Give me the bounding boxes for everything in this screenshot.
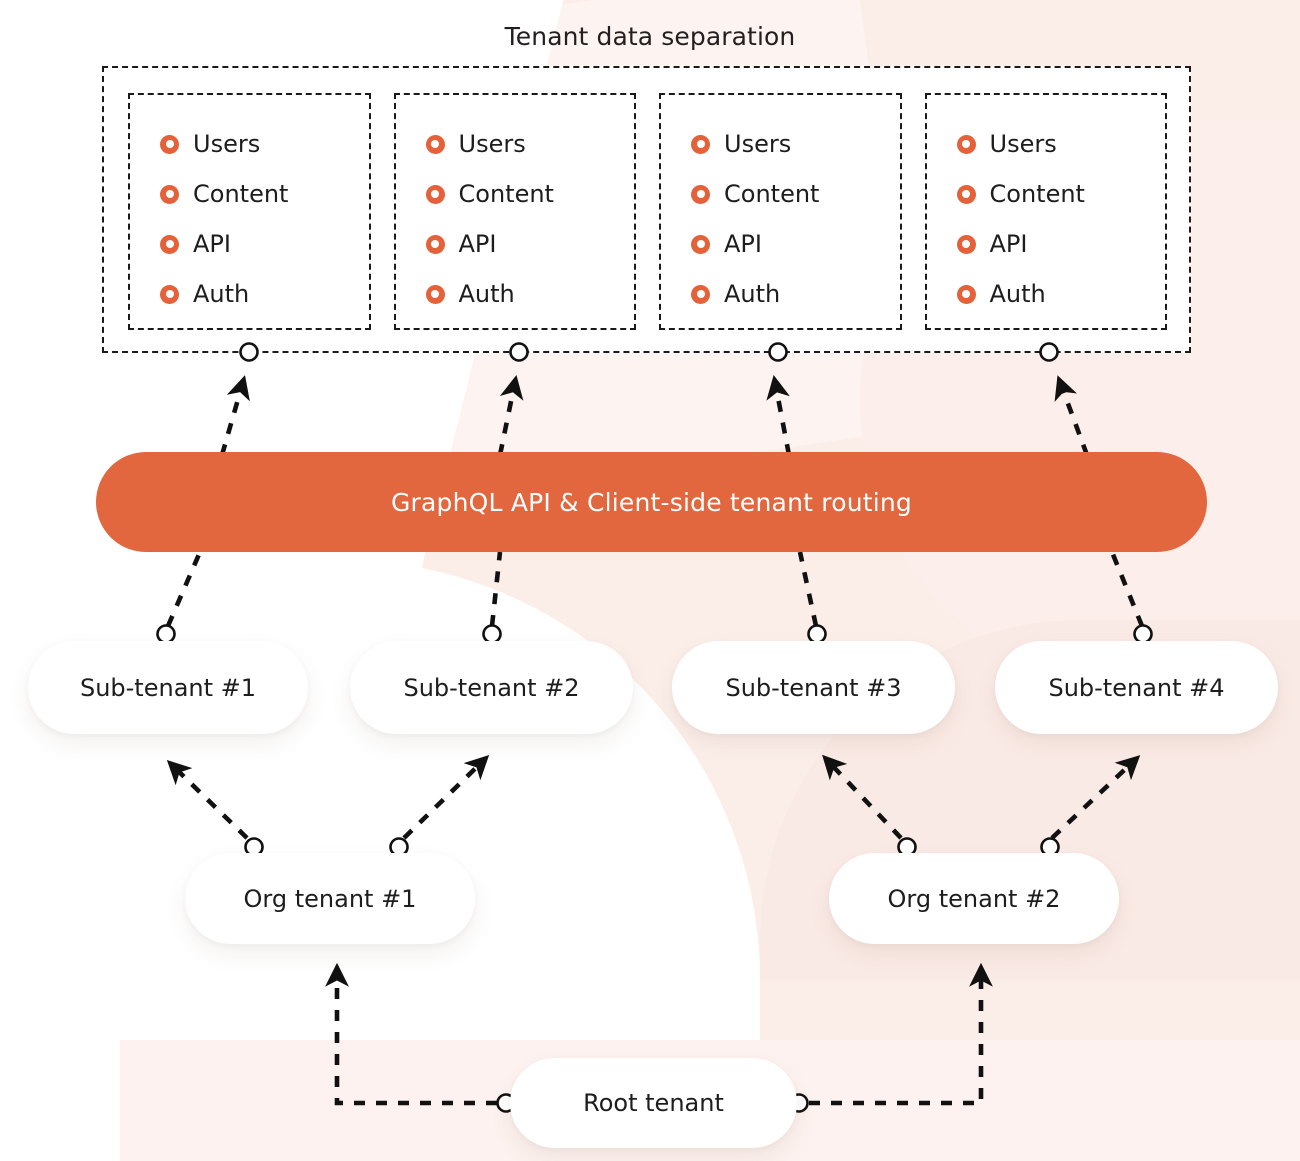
ring-bullet-icon [691,134,710,154]
ring-bullet-icon [160,134,179,154]
node-label: Sub-tenant #2 [403,673,580,702]
ring-bullet-icon [160,284,179,304]
node-sub-tenant-1[interactable]: Sub-tenant #1 [28,641,308,734]
tenant-card: Users Content API Auth [393,93,636,330]
port-tenant-2 [509,342,529,362]
node-sub-tenant-4[interactable]: Sub-tenant #4 [995,641,1278,734]
service-row: API [691,219,900,269]
service-row: Auth [425,269,635,319]
edge-org2-to-sub3 [822,754,903,840]
ring-bullet-icon [691,184,710,204]
ring-bullet-icon [691,234,710,254]
edge-sub4-to-api [1109,551,1145,627]
service-label: Content [989,180,1085,208]
service-label: API [458,230,497,258]
node-sub-tenant-3[interactable]: Sub-tenant #3 [672,641,955,734]
ring-bullet-icon [956,234,976,254]
service-row: Content [956,169,1166,219]
node-label: Sub-tenant #4 [1048,673,1225,702]
service-label: Content [724,180,820,208]
ring-bullet-icon [425,184,445,204]
service-label: API [989,230,1028,258]
tenant-card-grid: Users Content API Auth Users Conte [102,66,1191,353]
node-sub-tenant-2[interactable]: Sub-tenant #2 [350,641,633,734]
port-tenant-4 [1039,342,1059,362]
port-sub-tenant-4 [1133,624,1153,644]
graphql-api-bar[interactable]: GraphQL API & Client-side tenant routing [96,452,1207,552]
service-label: API [193,230,231,258]
ring-bullet-icon [691,284,710,304]
ring-bullet-icon [160,234,179,254]
service-label: Content [458,180,554,208]
service-label: Auth [989,280,1046,308]
graphql-api-bar-label: GraphQL API & Client-side tenant routing [390,487,912,517]
service-row: Users [425,119,635,169]
ring-bullet-icon [956,184,976,204]
service-row: Auth [691,269,900,319]
service-row: Auth [956,269,1166,319]
node-label: Org tenant #2 [887,884,1061,913]
node-root-tenant[interactable]: Root tenant [510,1058,797,1148]
tenant-card: Users Content API Auth [659,93,902,330]
node-label: Sub-tenant #3 [725,673,902,702]
service-label: Users [458,130,526,158]
edge-root-to-org1 [325,962,497,1106]
service-label: Users [989,130,1057,158]
ring-bullet-icon [425,234,445,254]
service-row: Content [691,169,900,219]
port-tenant-1 [239,342,259,362]
edge-root-to-org2 [809,962,993,1106]
edge-sub1-to-api [165,551,203,627]
ring-bullet-icon [956,134,976,154]
service-label: API [724,230,762,258]
ring-bullet-icon [956,284,976,304]
service-label: Users [193,130,261,158]
service-label: Auth [458,280,515,308]
page-title: Tenant data separation [504,22,796,51]
edge-api-to-tenant-4 [1054,375,1090,456]
port-tenant-3 [768,342,788,362]
node-label: Org tenant #1 [243,884,417,913]
edge-org2-to-sub4 [1050,755,1141,840]
edge-org1-to-sub2 [402,754,490,840]
tenant-card: Users Content API Auth [128,93,371,330]
edge-api-to-tenant-3 [766,374,792,456]
service-label: Users [724,130,792,158]
service-row: Content [425,169,635,219]
edge-sub2-to-api [489,551,503,627]
node-label: Root tenant [583,1089,724,1117]
service-label: Content [193,180,289,208]
service-row: Auth [160,269,369,319]
port-sub-tenant-1 [156,624,176,644]
tenant-card: Users Content API Auth [924,93,1167,330]
edge-sub3-to-api [797,551,819,627]
service-row: Users [691,119,900,169]
port-sub-tenant-2 [482,624,502,644]
service-row: API [425,219,635,269]
service-row: API [160,219,369,269]
edge-org1-to-sub1 [166,759,249,840]
edge-api-to-tenant-1 [219,375,250,456]
edge-api-to-tenant-2 [497,374,524,456]
ring-bullet-icon [425,284,445,304]
service-row: Content [160,169,369,219]
port-sub-tenant-3 [807,624,827,644]
service-label: Auth [193,280,250,308]
service-row: Users [160,119,369,169]
ring-bullet-icon [425,134,445,154]
node-label: Sub-tenant #1 [79,673,257,702]
ring-bullet-icon [160,184,179,204]
node-org-tenant-1[interactable]: Org tenant #1 [185,853,475,944]
node-org-tenant-2[interactable]: Org tenant #2 [829,853,1119,944]
service-row: Users [956,119,1166,169]
service-label: Auth [724,280,781,308]
service-row: API [956,219,1166,269]
